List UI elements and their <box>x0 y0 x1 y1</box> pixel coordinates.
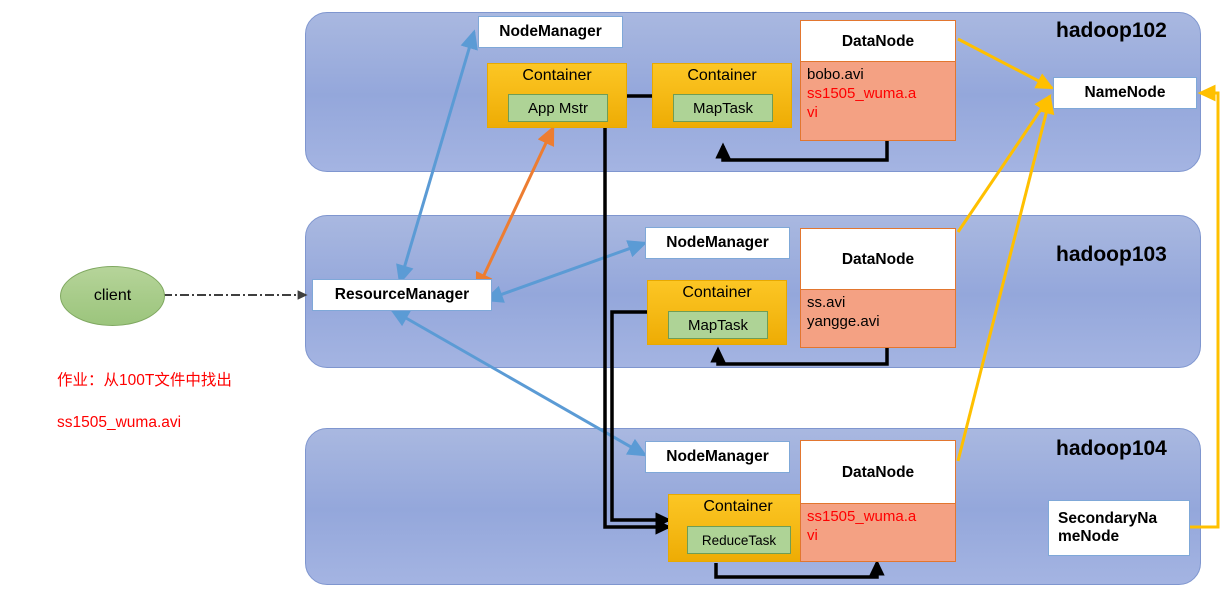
datanode-file-103-1: ss.avi <box>807 294 846 311</box>
secondarynamenode-label-line-1: SecondaryNa <box>1058 510 1158 528</box>
datanode-files-hadoop102: bobo.avi ss1505_wuma.a vi <box>801 61 955 140</box>
datanode-title-text-102: DataNode <box>841 33 915 50</box>
datanode-box-hadoop102[interactable]: DataNode bobo.avi ss1505_wuma.a vi <box>800 20 956 141</box>
task-reducetask-104-label: ReduceTask <box>701 532 777 548</box>
namenode-box[interactable]: NameNode <box>1053 77 1197 109</box>
datanode-file-103-2: yangge.avi <box>807 312 880 330</box>
client-label: client <box>93 287 132 304</box>
datanode-box-hadoop103[interactable]: DataNode ss.avi yangge.avi <box>800 228 956 348</box>
nodemanager-box-hadoop103[interactable]: NodeManager <box>645 227 790 259</box>
datanode-title-text-103: DataNode <box>841 251 915 268</box>
datanode-title-text-104: DataNode <box>841 464 915 481</box>
datanode-file-102-2: ss1505_wuma.a <box>807 84 917 102</box>
datanode-title-hadoop103: DataNode <box>801 229 955 291</box>
container-maptask-hadoop102[interactable]: Container MapTask <box>652 63 792 128</box>
nodemanager-box-hadoop102[interactable]: NodeManager <box>478 16 623 48</box>
datanode-title-hadoop104: DataNode <box>801 441 955 505</box>
container-title-reducetask-104: Container <box>703 498 773 515</box>
task-app-mstr[interactable]: App Mstr <box>508 94 608 122</box>
host-label-hadoop102: hadoop102 <box>1056 19 1167 42</box>
namenode-label: NameNode <box>1084 84 1166 102</box>
nodemanager-label-hadoop102: NodeManager <box>499 23 602 41</box>
datanode-files-hadoop104: ss1505_wuma.a vi <box>801 503 955 561</box>
task-reducetask-hadoop104[interactable]: ReduceTask <box>687 526 791 554</box>
job-note: 作业：从100T文件中找出 ss1505_wuma.avi <box>57 350 307 455</box>
task-maptask-102-label: MapTask <box>692 99 754 117</box>
datanode-file-102-1: bobo.avi <box>807 66 864 83</box>
datanode-file-104-2: vi <box>807 526 818 544</box>
datanode-files-hadoop103: ss.avi yangge.avi <box>801 289 955 347</box>
host-label-hadoop103: hadoop103 <box>1056 243 1167 266</box>
container-appmstr-hadoop102[interactable]: Container App Mstr <box>487 63 627 128</box>
task-maptask-103-label: MapTask <box>687 316 749 334</box>
datanode-file-104-1: ss1505_wuma.a <box>807 508 917 525</box>
task-maptask-hadoop103[interactable]: MapTask <box>668 311 768 339</box>
job-note-line-2: ss1505_wuma.avi <box>57 413 182 431</box>
container-title-maptask-103: Container <box>682 284 752 301</box>
job-note-line-1: 作业：从100T文件中找出 <box>57 371 232 389</box>
task-maptask-hadoop102[interactable]: MapTask <box>673 94 773 122</box>
task-app-mstr-label: App Mstr <box>527 99 588 117</box>
datanode-title-hadoop102: DataNode <box>801 21 955 63</box>
host-label-hadoop104: hadoop104 <box>1056 437 1167 460</box>
client-node[interactable]: client <box>60 266 165 326</box>
secondarynamenode-box[interactable]: SecondaryNa meNode <box>1048 500 1190 556</box>
nodemanager-label-hadoop103: NodeManager <box>666 234 769 252</box>
container-maptask-hadoop103[interactable]: Container MapTask <box>647 280 787 345</box>
container-title-appmstr: Container <box>522 67 592 84</box>
resourcemanager-box[interactable]: ResourceManager <box>312 279 492 311</box>
container-title-maptask-102: Container <box>687 67 757 84</box>
nodemanager-box-hadoop104[interactable]: NodeManager <box>645 441 790 473</box>
resourcemanager-label: ResourceManager <box>334 286 470 304</box>
datanode-box-hadoop104[interactable]: DataNode ss1505_wuma.a vi <box>800 440 956 562</box>
datanode-file-102-3: vi <box>807 103 818 121</box>
nodemanager-label-hadoop104: NodeManager <box>666 448 769 466</box>
secondarynamenode-label-line-2: meNode <box>1058 528 1120 545</box>
container-reducetask-hadoop104[interactable]: Container ReduceTask <box>668 494 808 562</box>
